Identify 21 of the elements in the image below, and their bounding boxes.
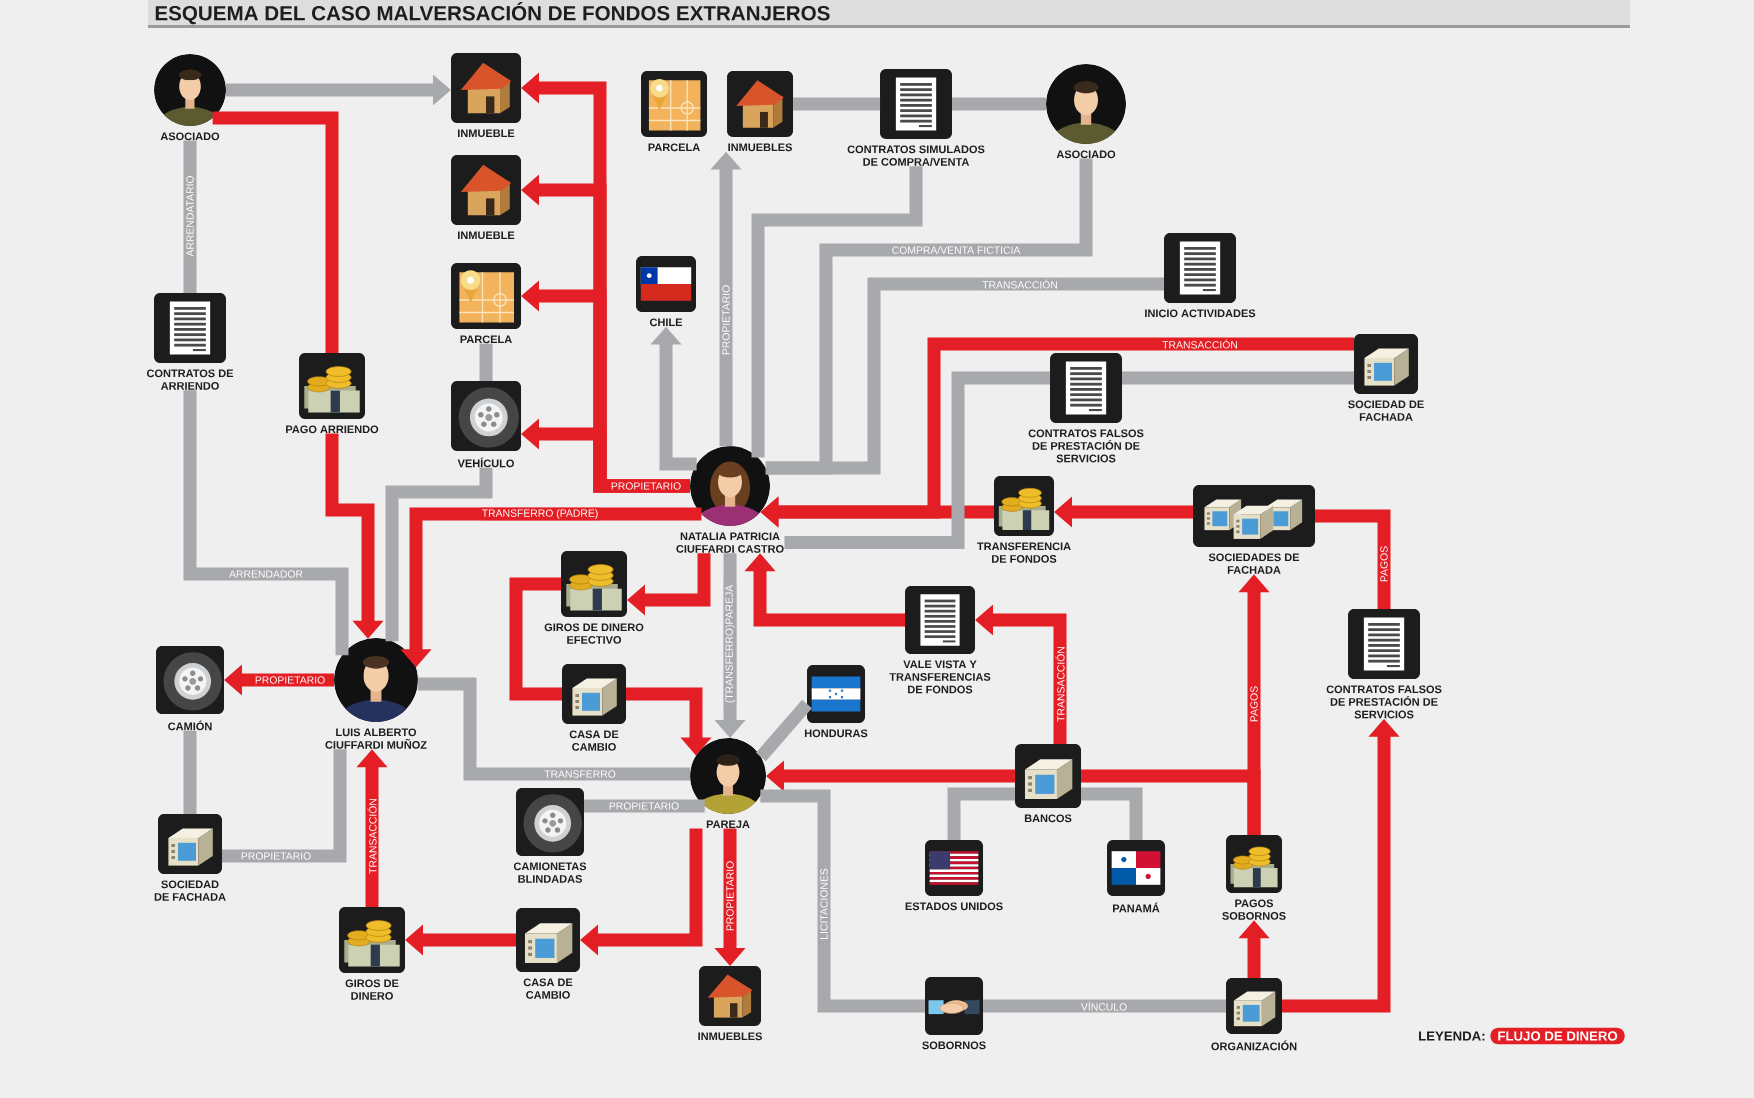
connector-line [417, 677, 691, 781]
connector-line [183, 390, 349, 656]
connector-line [1081, 787, 1143, 840]
connector-line [509, 577, 562, 701]
connector-line [183, 730, 197, 814]
connector-line [584, 799, 705, 813]
connector-line [784, 371, 1050, 550]
connector-line [212, 111, 339, 353]
connector-line [385, 467, 493, 642]
connector-line [760, 789, 925, 1013]
connector-line [952, 97, 1046, 111]
title: ESQUEMA DEL CASO MALVERSACIÓN DE FONDOS EXTRANJEROS [155, 2, 830, 25]
connector-line [222, 749, 347, 863]
connector-line [1122, 371, 1354, 385]
connector-line [183, 140, 197, 293]
connector-line [947, 787, 1015, 840]
connector-line [765, 277, 1164, 475]
connector-line [983, 999, 1226, 1013]
connector-line [1315, 509, 1391, 609]
connector-line [479, 343, 493, 381]
connector-line [793, 97, 880, 111]
